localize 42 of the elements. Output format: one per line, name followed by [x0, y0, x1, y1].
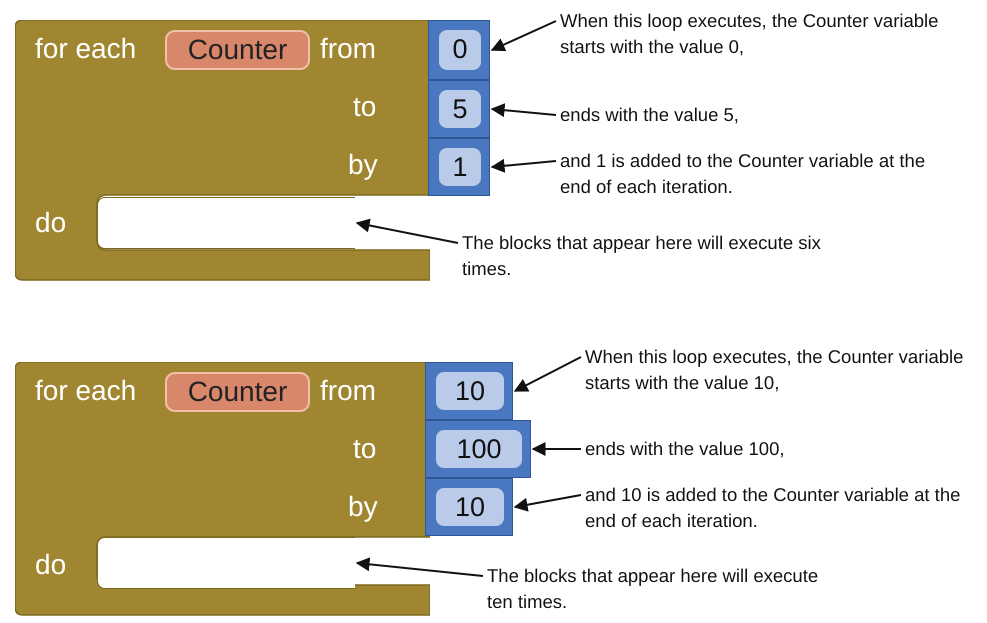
annotation-text: and 1 is added to the Counter variable at the end of each iteration.: [560, 148, 960, 200]
block-label: by: [348, 490, 378, 524]
annotation-text: The blocks that appear here will execute six times.: [462, 230, 822, 282]
annotation-text: ends with the value 5,: [560, 102, 860, 128]
block-label: from: [320, 32, 376, 66]
block-label: by: [348, 148, 378, 182]
number-value: 10: [436, 372, 504, 410]
variable-name-field: Counter: [165, 30, 310, 70]
arrow: [490, 158, 556, 173]
annotation-text: The blocks that appear here will execute ten times.: [487, 563, 847, 615]
block-label: to: [353, 432, 376, 466]
block-label: do: [35, 548, 66, 582]
number-block: [425, 478, 513, 536]
statement-slot: [97, 537, 355, 589]
arrow: [514, 356, 582, 392]
number-value: 0: [439, 30, 481, 70]
arrow: [490, 20, 556, 52]
block-label: to: [353, 90, 376, 124]
annotation-text: and 10 is added to the Counter variable at the end of each iteration.: [585, 482, 985, 534]
annotation-text: When this loop executes, the Counter variable starts with the value 10,: [585, 344, 985, 396]
number-block: [428, 138, 490, 196]
statement-slot: [97, 197, 355, 249]
number-block: [428, 80, 490, 138]
number-value: 1: [439, 148, 481, 186]
block-label: from: [320, 374, 376, 408]
number-value: 100: [436, 430, 522, 468]
annotation-text: ends with the value 100,: [585, 436, 885, 462]
arrow: [356, 218, 458, 244]
variable-name-field: Counter: [165, 372, 310, 412]
number-value: 10: [436, 488, 504, 526]
block-label: for each: [35, 32, 136, 66]
number-block: [425, 420, 531, 478]
number-block: [428, 20, 490, 80]
arrow: [532, 442, 581, 456]
annotation-text: When this loop executes, the Counter variable starts with the value 0,: [560, 8, 960, 60]
arrow: [514, 494, 582, 512]
number-block: [425, 362, 513, 420]
number-value: 5: [439, 90, 481, 128]
arrow: [356, 557, 484, 577]
block-label: for each: [35, 374, 136, 408]
block-label: do: [35, 206, 66, 240]
arrow: [490, 103, 556, 118]
